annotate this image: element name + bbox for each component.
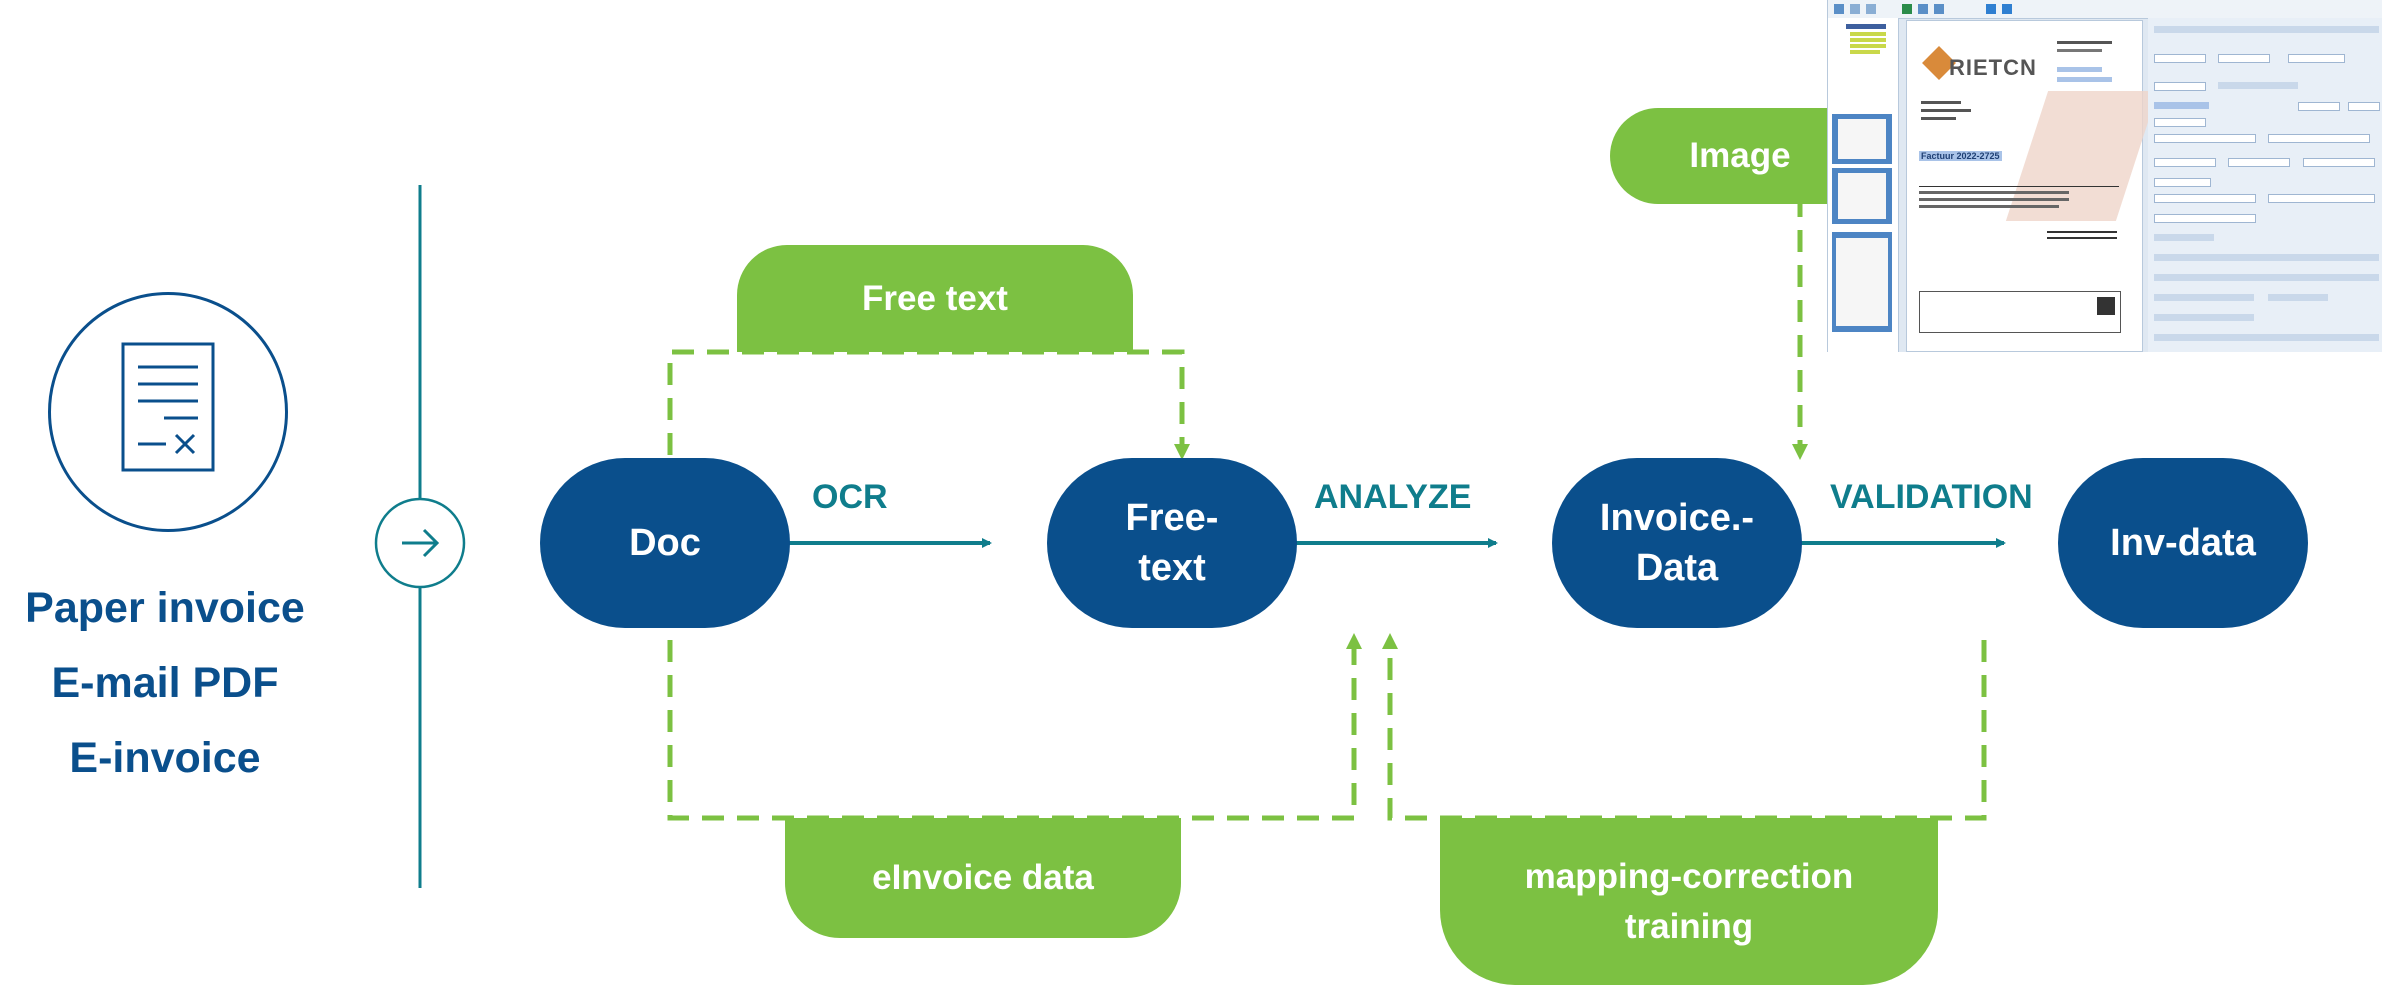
screenshot-invoice-page: RIETCN Factuur 2022-2725 bbox=[1906, 20, 2159, 352]
arrowhead-image bbox=[1792, 444, 1808, 460]
source-mapping-correction-training: mapping-correction training bbox=[1440, 818, 1938, 985]
qr-code bbox=[2097, 297, 2115, 315]
invoice-photo bbox=[2005, 91, 2159, 221]
right-arrow-icon bbox=[402, 528, 440, 558]
node-invoice-data: Invoice.- Data bbox=[1552, 458, 1802, 628]
label-analyze: ANALYZE bbox=[1314, 478, 1472, 516]
einvoice-connector bbox=[667, 640, 1357, 821]
application-screenshot: RIETCN Factuur 2022-2725 bbox=[1827, 0, 2382, 352]
node-inv-data: Inv-data bbox=[2058, 458, 2308, 628]
screenshot-form-panel bbox=[2148, 18, 2382, 352]
arrowhead-einvoice bbox=[1346, 633, 1362, 649]
mapping-connector bbox=[1387, 640, 1987, 821]
arrowhead-mapping bbox=[1382, 633, 1398, 649]
input-einvoice: E-invoice bbox=[69, 734, 261, 782]
screenshot-toolbar bbox=[1828, 0, 2382, 19]
source-image: Image bbox=[1610, 108, 1870, 204]
invoice-title: Factuur 2022-2725 bbox=[1919, 151, 2002, 161]
document-icon bbox=[121, 342, 215, 472]
screenshot-tree-panel bbox=[1828, 18, 1899, 352]
input-types-list: Paper invoice E-mail PDF E-invoice bbox=[0, 571, 330, 796]
node-doc: Doc bbox=[540, 458, 790, 628]
label-ocr: OCR bbox=[812, 478, 888, 516]
input-paper-invoice: Paper invoice bbox=[25, 584, 305, 632]
document-icon-circle bbox=[48, 292, 288, 532]
invoice-brand: RIETCN bbox=[1949, 55, 2037, 80]
source-free-text: Free text bbox=[737, 245, 1133, 352]
source-einvoice-data: eInvoice data bbox=[785, 818, 1181, 938]
node-free-text: Free- text bbox=[1047, 458, 1297, 628]
label-validation: VALIDATION bbox=[1830, 478, 2033, 516]
arrowhead-free-text bbox=[1174, 444, 1190, 460]
input-email-pdf: E-mail PDF bbox=[51, 659, 279, 707]
free-text-connector bbox=[667, 349, 1185, 455]
